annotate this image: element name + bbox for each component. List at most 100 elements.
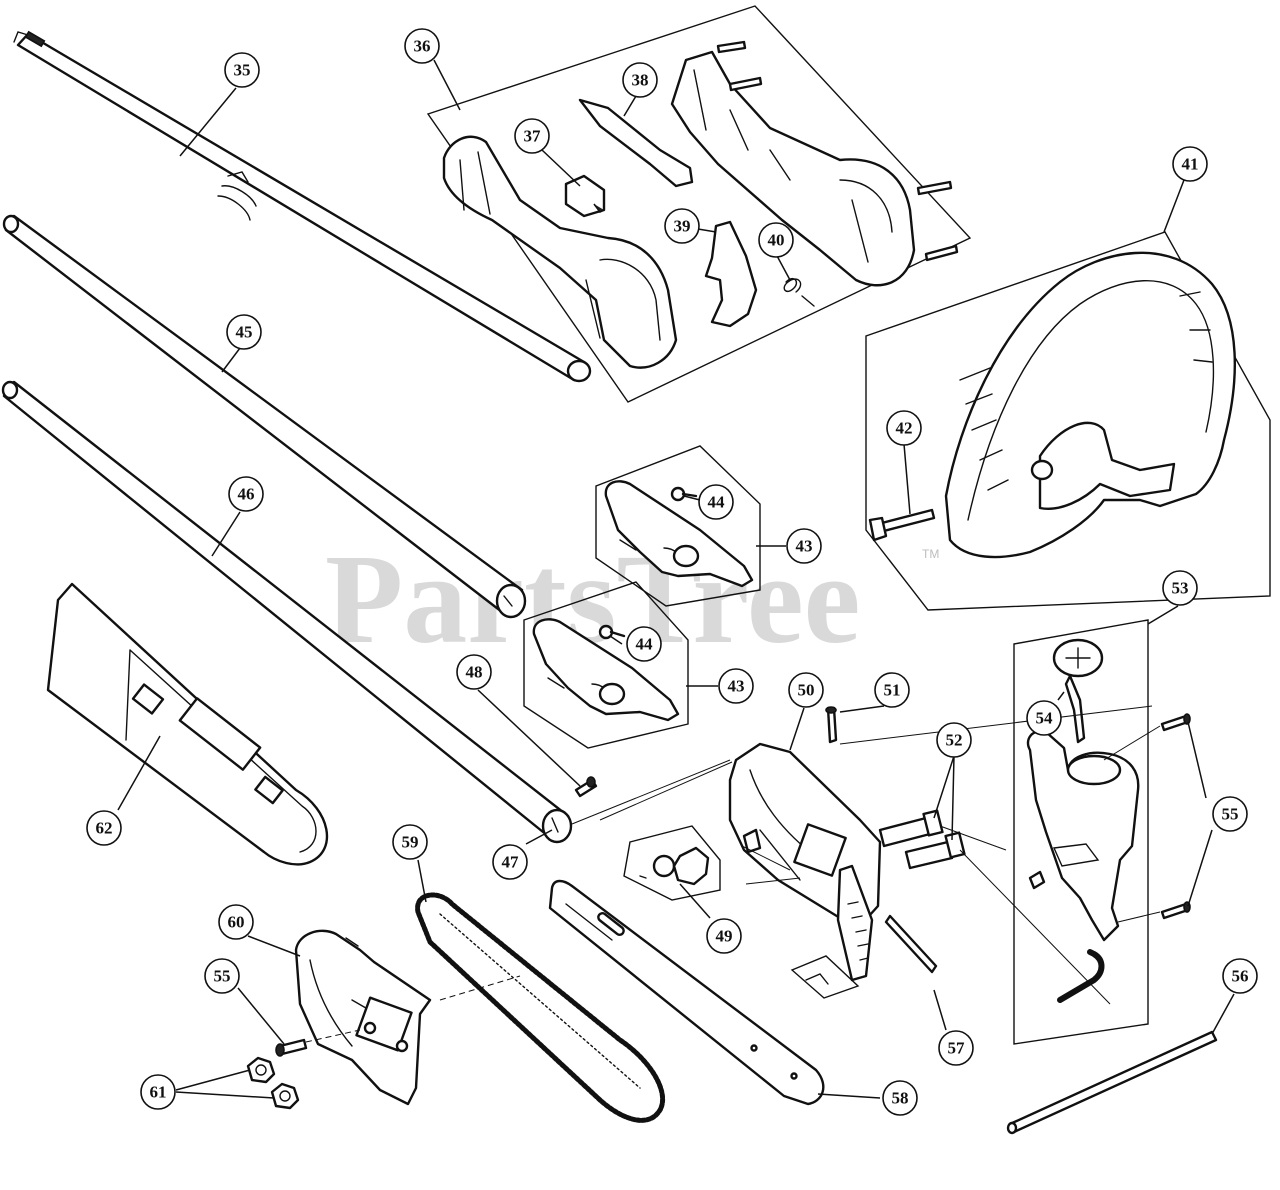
callout-37-label: 37 [524,127,542,146]
callout-52[interactable]: 52 [936,722,972,758]
part-60-side-cover[interactable] [294,929,432,1106]
part-38-lockout-lever[interactable] [578,98,694,188]
callout-62-label: 62 [96,819,113,838]
part-62-scabbard[interactable] [46,582,329,866]
callout-54[interactable]: 54 [1026,700,1062,736]
callout-55-right[interactable]: 55 [1212,796,1248,832]
callout-55-left[interactable]: 55 [204,958,240,994]
part-46-lower-shaft[interactable] [1,380,573,844]
callout-61[interactable]: 61 [140,1074,176,1110]
callout-56[interactable]: 56 [1222,958,1258,994]
callout-40[interactable]: 40 [758,222,794,258]
callout-46[interactable]: 46 [228,476,264,512]
part-48-screw[interactable] [574,776,598,798]
part-56-rod[interactable] [1006,1030,1218,1135]
group-41-loop-handle [865,231,1271,611]
callout-43-lower[interactable]: 43 [718,668,754,704]
callout-46-label: 46 [238,485,255,504]
part-44-screw-upper[interactable] [670,486,698,502]
callout-54-label: 54 [1036,709,1054,728]
part-40-spring[interactable] [783,278,815,307]
callout-50[interactable]: 50 [788,672,824,708]
callout-44-upper[interactable]: 44 [698,484,734,520]
part-55-screw-left[interactable] [275,1038,308,1057]
callout-38-label: 38 [632,71,649,90]
part-45-middle-shaft[interactable] [2,214,527,619]
group-43-upper-clamp [595,445,761,607]
callout-45[interactable]: 45 [226,314,262,350]
callouts: 35 36 37 38 39 40 41 42 43 43 44 44 45 4… [86,28,1258,1116]
watermark-trademark: TM [922,547,939,561]
callout-50-label: 50 [798,681,815,700]
part-49-sprocket[interactable] [639,846,710,886]
callout-42[interactable]: 42 [886,410,922,446]
callout-38[interactable]: 38 [622,62,658,98]
callout-39[interactable]: 39 [664,208,700,244]
part-50-gear-housing[interactable] [728,742,882,982]
part-42-bolt[interactable] [868,508,936,542]
callout-53-label: 53 [1172,579,1189,598]
callout-42-label: 42 [896,419,913,438]
part-44-screw-lower[interactable] [598,624,626,640]
part-37-switch[interactable] [564,174,606,218]
part-54-oil-cap[interactable] [1052,638,1104,744]
callout-43-upper[interactable]: 43 [786,528,822,564]
callout-55-right-label: 55 [1222,805,1239,824]
part-36-handle-right-half[interactable] [670,50,916,287]
callout-48[interactable]: 48 [456,654,492,690]
callout-41[interactable]: 41 [1172,146,1208,182]
callout-40-label: 40 [768,231,785,250]
callout-35[interactable]: 35 [224,52,260,88]
part-36-handle-left-half[interactable] [442,135,678,369]
callout-43-lower-label: 43 [728,677,745,696]
part-43-clamp-lower[interactable] [532,618,680,722]
part-53-oil-tank[interactable] [1026,730,1140,942]
part-61-nuts[interactable] [246,1056,300,1110]
part-55-screws-right[interactable] [1160,713,1191,920]
callout-57-label: 57 [948,1039,966,1058]
callout-44-lower[interactable]: 44 [626,626,662,662]
callout-62[interactable]: 62 [86,810,122,846]
callout-45-label: 45 [236,323,253,342]
callout-51[interactable]: 51 [874,672,910,708]
callout-59-label: 59 [402,833,419,852]
callout-60[interactable]: 60 [218,904,254,940]
callout-58-label: 58 [892,1089,909,1108]
callout-53[interactable]: 53 [1162,570,1198,606]
callout-60-label: 60 [228,913,245,932]
leader-lines [117,59,1235,1099]
group-53-oil-tank [1013,619,1149,1045]
part-35-upper-shaft[interactable] [13,30,592,383]
callout-49-label: 49 [716,927,733,946]
callout-44-upper-label: 44 [708,493,726,512]
group-43-lower-clamp [523,581,689,749]
callout-39-label: 39 [674,217,691,236]
part-43-clamp-upper[interactable] [604,480,754,588]
part-53-small-screw[interactable] [1028,870,1046,890]
callout-36[interactable]: 36 [404,28,440,64]
callout-55-left-label: 55 [214,967,231,986]
part-59-chain[interactable] [415,892,666,1123]
part-57-adjuster[interactable] [790,914,938,999]
group-36-rear-handle [426,5,972,403]
part-58-guide-bar[interactable] [548,879,825,1106]
part-39-trigger[interactable] [704,220,758,328]
callout-47[interactable]: 47 [492,844,528,880]
part-52-bolts[interactable] [878,809,966,870]
callout-49[interactable]: 49 [706,918,742,954]
callout-58[interactable]: 58 [882,1080,918,1116]
callout-57[interactable]: 57 [938,1030,974,1066]
part-36-screws[interactable] [716,40,959,262]
callout-37[interactable]: 37 [514,118,550,154]
callout-48-label: 48 [466,663,483,682]
part-51-screw[interactable] [825,706,838,744]
callout-43-upper-label: 43 [796,537,813,556]
callout-35-label: 35 [234,61,251,80]
part-53-oil-hose[interactable] [1057,949,1105,1003]
callout-44-lower-label: 44 [636,635,654,654]
part-41-loop-handle[interactable] [944,251,1236,559]
group-49-sprocket [623,825,721,901]
callout-56-label: 56 [1232,967,1249,986]
callout-59[interactable]: 59 [392,824,428,860]
assembly-lines [305,705,1161,1043]
